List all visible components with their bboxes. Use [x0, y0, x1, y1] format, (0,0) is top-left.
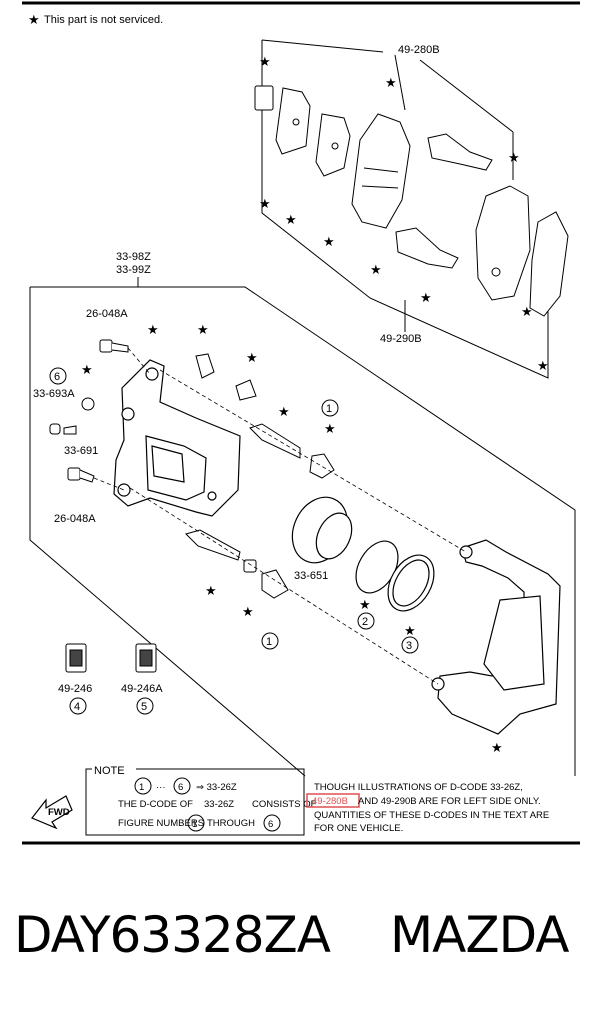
pad-kit-label: 49-280B	[398, 44, 440, 56]
pad-parts	[254, 85, 569, 317]
svg-text:49-280B: 49-280B	[312, 796, 348, 807]
small-packs	[65, 643, 157, 673]
piston-label: 33-651	[294, 570, 328, 582]
star-icon: ★	[28, 13, 40, 28]
svg-text:★: ★	[521, 305, 533, 320]
svg-text:★: ★	[197, 323, 209, 338]
caliper-label-1: 33-98Z	[116, 251, 151, 263]
svg-text:★: ★	[147, 323, 159, 338]
svg-text:33-26Z: 33-26Z	[204, 799, 234, 810]
circled-3: 3	[406, 640, 412, 652]
svg-text:···: ···	[156, 782, 166, 793]
bleeder-cap-label: 33-693A	[33, 388, 75, 400]
svg-text:1: 1	[192, 819, 197, 830]
svg-text:QUANTITIES OF THESE D-CODES IN: QUANTITIES OF THESE D-CODES IN THE TEXT …	[314, 810, 549, 821]
pack-label-b: 49-246A	[121, 683, 163, 695]
svg-text:★: ★	[404, 624, 416, 639]
svg-text:★: ★	[385, 76, 397, 91]
circled-5: 5	[141, 701, 147, 713]
caliper-label-2: 33-99Z	[116, 264, 151, 276]
highlight-box	[306, 793, 360, 808]
note-box: NOTE 1 ··· 6 ⇒ 33-26Z THE D-CODE OF 33-2…	[85, 762, 317, 836]
caliper-stars: ★ ★ ★ ★ ★ ★ ★ ★ ★ ★ ★	[81, 323, 503, 756]
svg-text:★: ★	[205, 584, 217, 599]
fwd-arrow-icon: FWD	[31, 795, 73, 830]
svg-text:6: 6	[268, 819, 273, 830]
caliper-frame	[29, 277, 576, 777]
svg-text:★: ★	[246, 351, 258, 366]
part-number: DAY63328ZA	[14, 906, 331, 964]
svg-text:⇒ 33-26Z: ⇒ 33-26Z	[196, 782, 237, 793]
svg-text:★: ★	[370, 263, 382, 278]
bleeder-screw-label: 33-691	[64, 445, 98, 457]
svg-text:FWD: FWD	[48, 807, 70, 818]
caliper-bracket	[431, 539, 561, 735]
svg-text:NOTE: NOTE	[94, 765, 125, 777]
svg-text:★: ★	[491, 741, 503, 756]
circled-4: 4	[74, 701, 80, 713]
pack-label-a: 49-246	[58, 683, 92, 695]
explanation-text: THOUGH ILLUSTRATIONS OF D-CODE 33-26Z, 4…	[306, 782, 549, 834]
svg-text:★: ★	[324, 422, 336, 437]
svg-text:★: ★	[420, 291, 432, 306]
svg-text:6: 6	[178, 782, 183, 793]
svg-text:THROUGH: THROUGH	[207, 818, 255, 829]
svg-text:CONSISTS OF: CONSISTS OF	[252, 799, 317, 810]
svg-text:★: ★	[508, 151, 520, 166]
bolt-label-bottom: 26-048A	[54, 513, 96, 525]
assembly-lines	[93, 347, 467, 685]
bolt-label-top: 26-048A	[86, 308, 128, 320]
svg-text:★: ★	[323, 235, 335, 250]
circled-2: 2	[362, 616, 368, 628]
svg-text:★: ★	[359, 598, 371, 613]
caliper-fasteners	[49, 339, 335, 599]
header-note: This part is not serviced.	[44, 14, 163, 26]
svg-text:★: ★	[259, 197, 271, 212]
svg-text:★: ★	[81, 363, 93, 378]
svg-text:AND 49-290B ARE FOR LEFT SIDE: AND 49-290B ARE FOR LEFT SIDE ONLY.	[358, 796, 541, 807]
svg-text:THE D-CODE OF: THE D-CODE OF	[118, 799, 193, 810]
svg-text:★: ★	[259, 55, 271, 70]
caliper-body	[113, 359, 241, 517]
circled-1b: 1	[266, 636, 272, 648]
piston-and-seals	[291, 496, 435, 612]
circled-6: 6	[54, 371, 60, 383]
svg-text:★: ★	[242, 605, 254, 620]
svg-text:★: ★	[537, 359, 549, 374]
circled-1a: 1	[326, 403, 332, 415]
svg-text:★: ★	[285, 213, 297, 228]
svg-text:FIGURE NUMBERS: FIGURE NUMBERS	[118, 818, 204, 829]
svg-text:1: 1	[139, 782, 144, 793]
shim-kit-label: 49-290B	[380, 333, 422, 345]
svg-text:★: ★	[278, 405, 290, 420]
pad-kit-stars: ★ ★ ★ ★ ★ ★ ★ ★ ★ ★	[259, 55, 549, 374]
svg-text:FOR ONE VEHICLE.: FOR ONE VEHICLE.	[314, 823, 403, 834]
brand-name: MAZDA	[390, 906, 569, 964]
svg-text:THOUGH ILLUSTRATIONS OF D-CODE: THOUGH ILLUSTRATIONS OF D-CODE 33-26Z,	[314, 782, 523, 793]
circled-numbers	[49, 367, 419, 715]
pad-kit-frame	[261, 39, 549, 379]
